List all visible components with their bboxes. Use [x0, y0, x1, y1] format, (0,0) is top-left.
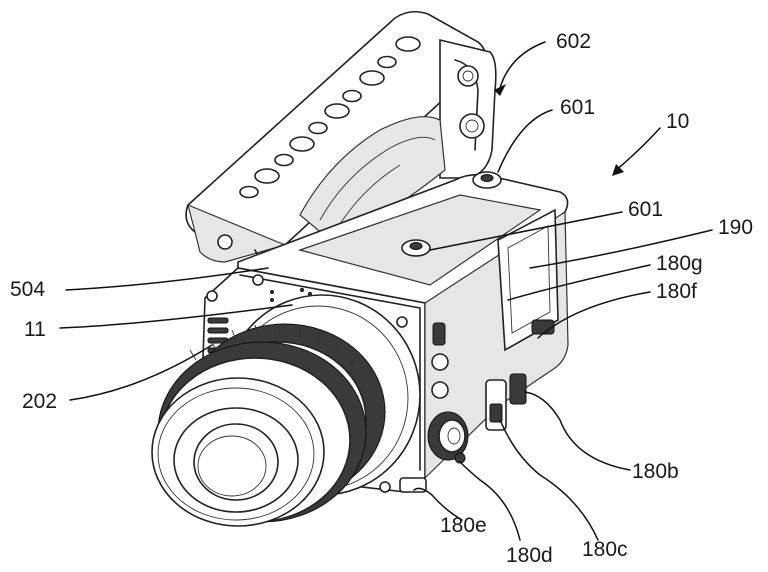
label-180g: 180g	[656, 252, 703, 275]
mount-screw-601-rear	[472, 171, 502, 189]
label-180f: 180f	[656, 280, 697, 303]
lens	[151, 294, 421, 527]
label-602: 602	[556, 30, 591, 53]
mount-screw-601-front	[401, 239, 431, 257]
handle-holes	[239, 36, 421, 199]
label-202: 202	[22, 390, 57, 413]
label-601-front: 601	[628, 198, 663, 221]
label-601-rear: 601	[560, 96, 595, 119]
label-10: 10	[666, 110, 689, 133]
label-190: 190	[718, 216, 753, 239]
label-180c: 180c	[582, 538, 628, 561]
label-180d: 180d	[506, 544, 553, 567]
label-11: 11	[24, 318, 46, 341]
reference-labels: 602 601 10 601 190 180g 504 180f 11 202 …	[10, 30, 753, 567]
control-wheel	[427, 411, 469, 464]
label-180b: 180b	[632, 460, 679, 483]
label-180e: 180e	[440, 514, 487, 537]
leader-lines	[59, 41, 713, 541]
label-504: 504	[10, 278, 45, 301]
